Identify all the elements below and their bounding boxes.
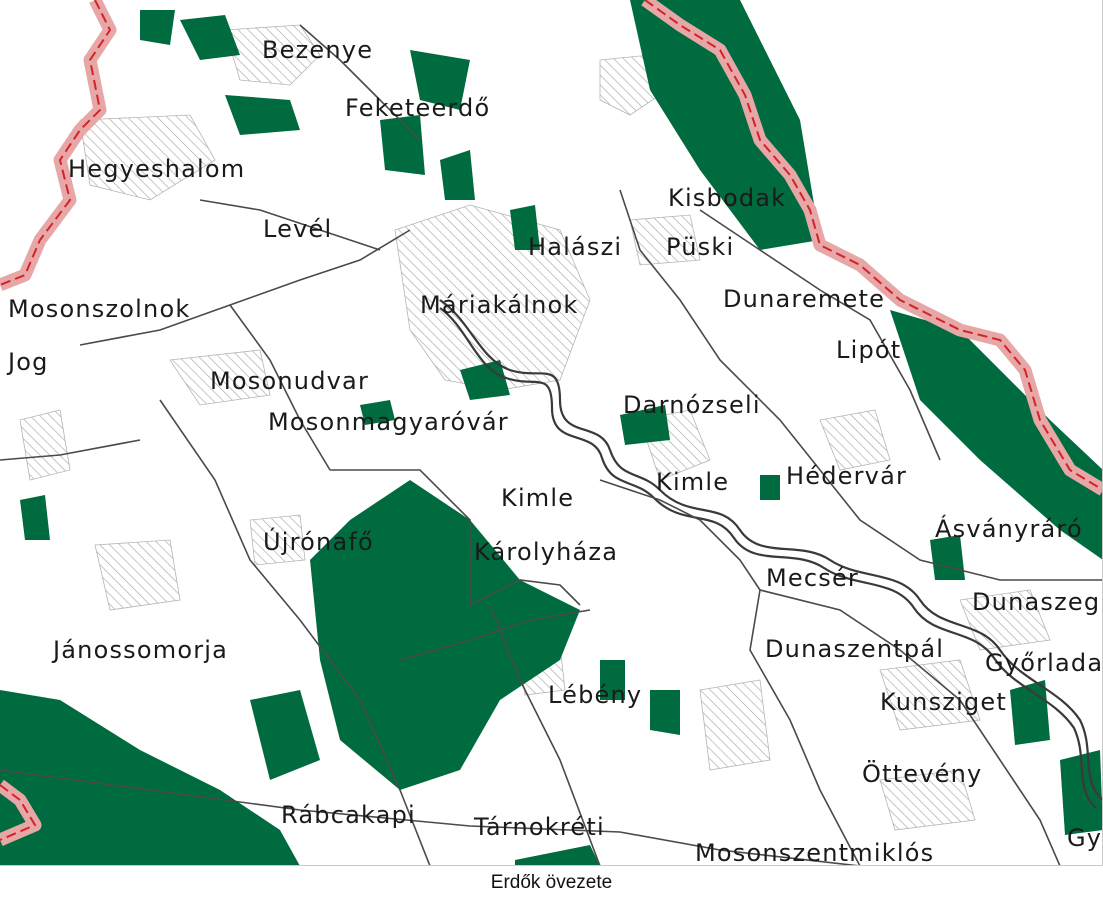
- place-label-otteveny: Öttevény: [862, 760, 983, 788]
- national-border-line-east: [644, 0, 1102, 491]
- place-label-halaszi: Halászi: [528, 233, 623, 261]
- river-line-2: [439, 307, 1097, 809]
- place-label-dunaremete: Dunaremete: [723, 285, 886, 313]
- place-label-kisbodak: Kisbodak: [668, 184, 787, 212]
- place-label-kimle-1: Kimle: [501, 484, 575, 512]
- place-label-lebeny: Lébény: [548, 681, 643, 709]
- place-label-gyor: Győr: [1067, 824, 1103, 852]
- place-label-karolyhaza: Károlyháza: [474, 538, 619, 566]
- place-label-dunaszeg: Dunaszeg: [972, 588, 1101, 616]
- place-label-mosonszolnok: Mosonszolnok: [8, 295, 191, 323]
- place-label-janossomorja: Jánossomorja: [53, 636, 229, 664]
- map-frame[interactable]: Bezenye Feketeerdő Hegyeshalom Kisbodak …: [0, 0, 1103, 866]
- place-label-dunaszentpal: Dunaszentpál: [765, 635, 945, 663]
- place-label-darnozseli: Darnózseli: [623, 391, 761, 419]
- place-label-mosonmagyarovar: Mosonmagyaróvár: [268, 408, 509, 436]
- place-label-mariakalnok: Máriakálnok: [420, 291, 579, 319]
- map-canvas[interactable]: [0, 0, 1103, 866]
- municipal-boundaries: [0, 24, 1102, 865]
- map-caption: Erdők övezete: [490, 872, 613, 893]
- place-label-bezenye: Bezenye: [262, 36, 374, 64]
- place-label-puski: Püski: [666, 233, 735, 261]
- forest-patches: [0, 0, 1102, 865]
- place-label-gyorladamer: Győrladamér: [985, 649, 1103, 677]
- place-label-feketeerdo: Feketeerdő: [345, 94, 491, 122]
- place-label-lipot: Lipót: [836, 336, 902, 364]
- place-label-hedervar: Hédervár: [786, 462, 908, 490]
- place-label-rabcakapi: Rábcakapi: [281, 801, 416, 829]
- national-border-line-sw: [0, 784, 37, 841]
- place-label-ujronafo: Újrónafő: [263, 528, 374, 556]
- national-border-line: [0, 0, 112, 286]
- place-label-kimle-2: Kimle: [656, 468, 730, 496]
- place-label-mosonszentmiklos: Mosonszentmiklós: [695, 839, 935, 866]
- place-label-mecser: Mecsér: [766, 564, 860, 592]
- place-label-kunsziget: Kunsziget: [880, 688, 1007, 716]
- place-label-asvanyraro: Ásványráró: [935, 515, 1083, 543]
- river-line: [439, 299, 1102, 801]
- place-label-hegyeshalom: Hegyeshalom: [68, 155, 246, 183]
- place-label-jog: Jog: [8, 348, 49, 376]
- place-label-tarnokreti: Tárnokréti: [474, 813, 605, 841]
- place-label-level: Levél: [263, 215, 333, 243]
- place-label-mosonudvar: Mosonudvar: [210, 367, 370, 395]
